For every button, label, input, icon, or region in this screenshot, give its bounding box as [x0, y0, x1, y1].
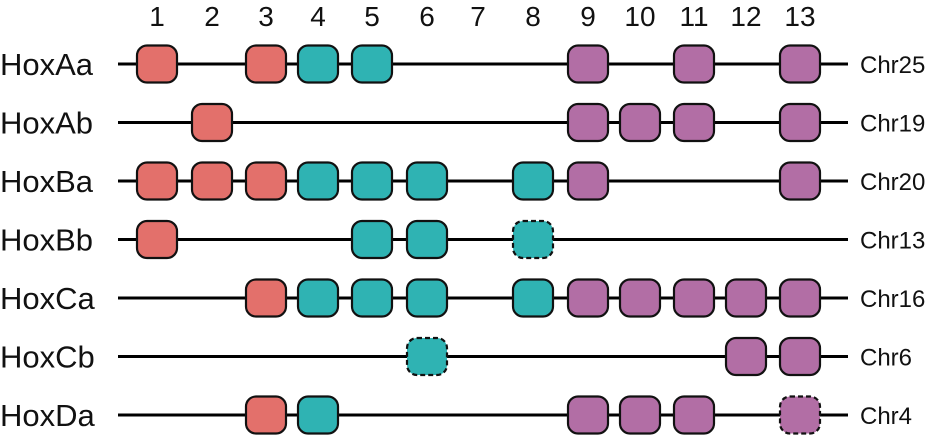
chromosome-label: Chr20 — [860, 169, 925, 196]
chromosome-label: Chr4 — [860, 403, 912, 430]
gene-box-hoxca-8 — [511, 278, 555, 318]
chromosome-label: Chr16 — [860, 286, 925, 313]
gene-box-hoxba-2 — [190, 161, 234, 201]
gene-box-hoxba-3 — [244, 161, 288, 201]
position-label-5: 5 — [364, 1, 380, 32]
gene-box-hoxaa-5 — [350, 44, 394, 84]
gene-box-hoxda-4 — [296, 395, 340, 435]
gene-box-hoxaa-13 — [778, 44, 822, 84]
gene-box-hoxca-11 — [672, 278, 716, 318]
gene-box-hoxbb-1 — [135, 219, 179, 260]
chromosome-label: Chr25 — [860, 52, 925, 79]
gene-box-hoxba-8 — [511, 161, 555, 201]
gene-box-hoxaa-4 — [296, 44, 340, 84]
position-label-6: 6 — [419, 1, 435, 32]
gene-box-hoxda-13 — [778, 395, 822, 435]
cluster-name: HoxCb — [0, 340, 95, 375]
position-label-4: 4 — [310, 1, 326, 32]
cluster-row-hoxab: HoxAb Chr19 — [0, 102, 925, 143]
gene-box-hoxaa-9 — [566, 44, 610, 84]
gene-box-hoxba-1 — [135, 161, 179, 201]
gene-box-hoxaa-1 — [135, 44, 179, 84]
cluster-row-hoxaa: HoxAa Chr25 — [0, 44, 925, 84]
position-label-2: 2 — [204, 1, 220, 32]
cluster-name: HoxBb — [0, 223, 93, 258]
gene-box-hoxca-6 — [405, 278, 449, 318]
gene-box-hoxba-6 — [405, 161, 449, 201]
position-label-1: 1 — [149, 1, 165, 32]
gene-box-hoxab-10 — [618, 102, 662, 143]
position-label-13: 13 — [784, 1, 815, 32]
gene-box-hoxba-13 — [778, 161, 822, 201]
cluster-name: HoxAa — [0, 47, 94, 82]
gene-box-hoxab-9 — [566, 102, 610, 143]
gene-box-hoxda-11 — [672, 395, 716, 435]
gene-box-hoxcb-13 — [778, 336, 822, 377]
position-label-10: 10 — [624, 1, 655, 32]
position-label-9: 9 — [580, 1, 596, 32]
gene-box-hoxca-10 — [618, 278, 662, 318]
cluster-name: HoxAb — [0, 106, 93, 141]
position-label-12: 12 — [730, 1, 761, 32]
gene-box-hoxbb-5 — [350, 219, 394, 260]
gene-box-hoxca-9 — [566, 278, 610, 318]
cluster-row-hoxca: HoxCa Chr16 — [0, 278, 925, 318]
chromosome-label: Chr6 — [860, 345, 912, 372]
gene-box-hoxda-9 — [566, 395, 610, 435]
gene-box-hoxba-4 — [296, 161, 340, 201]
gene-box-hoxda-3 — [244, 395, 288, 435]
gene-box-hoxca-12 — [724, 278, 768, 318]
gene-box-hoxbb-6 — [405, 219, 449, 260]
cluster-row-hoxbb: HoxBb Chr13 — [0, 219, 925, 260]
cluster-name: HoxDa — [0, 398, 96, 433]
chromosome-label: Chr19 — [860, 111, 925, 138]
gene-box-hoxcb-12 — [724, 336, 768, 377]
position-label-7: 7 — [470, 1, 486, 32]
gene-box-hoxab-13 — [778, 102, 822, 143]
gene-box-hoxda-10 — [618, 395, 662, 435]
cluster-row-hoxcb: HoxCb Chr6 — [0, 336, 912, 377]
gene-box-hoxca-5 — [350, 278, 394, 318]
position-label-11: 11 — [679, 1, 708, 32]
gene-box-hoxab-11 — [672, 102, 716, 143]
gene-box-hoxab-2 — [190, 102, 234, 143]
position-label-3: 3 — [258, 1, 274, 32]
gene-box-hoxca-4 — [296, 278, 340, 318]
gene-box-hoxca-13 — [778, 278, 822, 318]
position-label-8: 8 — [525, 1, 541, 32]
gene-box-hoxbb-8 — [511, 219, 555, 260]
cluster-row-hoxba: HoxBa Chr20 — [0, 161, 925, 201]
gene-box-hoxba-9 — [566, 161, 610, 201]
gene-box-hoxca-3 — [244, 278, 288, 318]
gene-box-hoxaa-3 — [244, 44, 288, 84]
gene-box-hoxcb-6 — [405, 336, 449, 377]
gene-box-hoxaa-11 — [672, 44, 716, 84]
gene-box-hoxba-5 — [350, 161, 394, 201]
cluster-name: HoxCa — [0, 281, 96, 316]
cluster-row-hoxda: HoxDa Chr4 — [0, 395, 912, 435]
cluster-name: HoxBa — [0, 164, 94, 199]
chromosome-label: Chr13 — [860, 228, 925, 255]
